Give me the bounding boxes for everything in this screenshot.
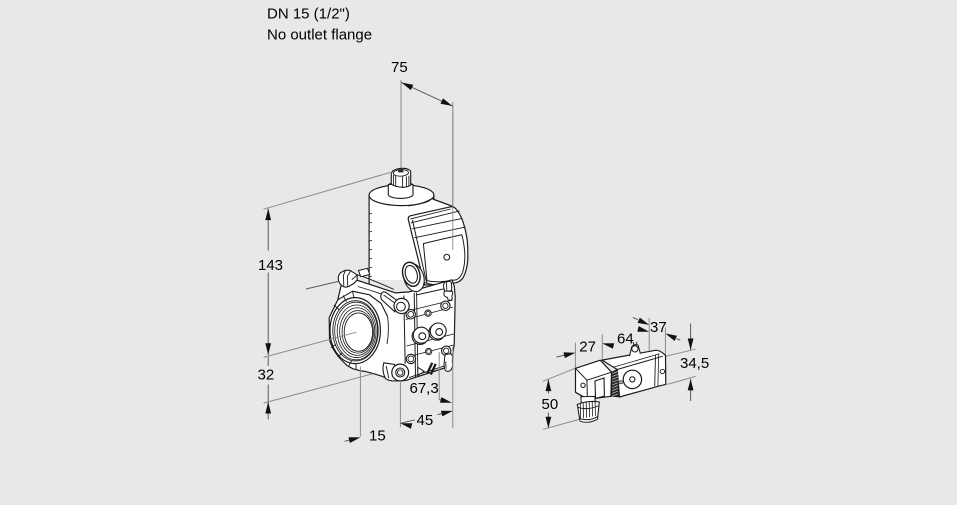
svg-text:No outlet flange: No outlet flange xyxy=(267,27,372,44)
svg-text:50: 50 xyxy=(542,396,559,413)
svg-text:32: 32 xyxy=(258,367,275,384)
svg-text:143: 143 xyxy=(258,257,283,274)
svg-text:37: 37 xyxy=(650,319,667,336)
svg-text:75: 75 xyxy=(391,59,408,76)
svg-text:67,3: 67,3 xyxy=(410,380,439,397)
svg-text:45: 45 xyxy=(417,412,434,429)
svg-text:15: 15 xyxy=(369,427,386,444)
svg-text:27: 27 xyxy=(579,338,596,355)
svg-text:64: 64 xyxy=(617,331,634,348)
svg-text:DN 15 (1/2"): DN 15 (1/2") xyxy=(267,6,350,23)
svg-text:34,5: 34,5 xyxy=(680,355,709,372)
